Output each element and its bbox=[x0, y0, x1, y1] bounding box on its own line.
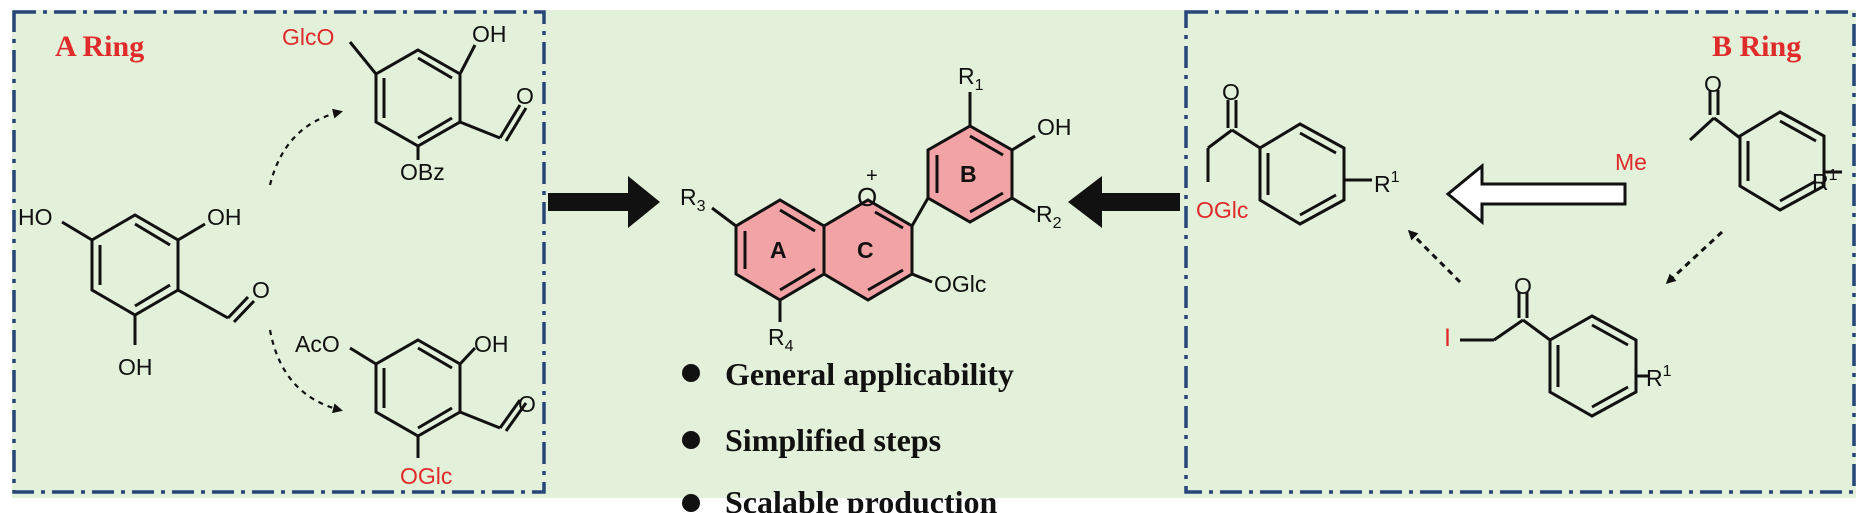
b-intermediate-carbonyl-o-label: O bbox=[1514, 273, 1532, 299]
right-big-arrow bbox=[1068, 176, 1180, 228]
ring-a-label: A bbox=[770, 237, 787, 263]
a-bottom-oglc-label: OGlc bbox=[400, 463, 452, 489]
a-arrow-down bbox=[268, 329, 343, 414]
b-dotted-arrow-down bbox=[1665, 230, 1724, 285]
b-start-r-label: R1 bbox=[1812, 167, 1838, 195]
b-start-me-label: Me bbox=[1615, 149, 1647, 175]
a-top-glco-label: GlcO bbox=[282, 24, 334, 50]
b-intermediate-r-label: R1 bbox=[1646, 363, 1672, 391]
ring-b-label: B bbox=[960, 161, 977, 187]
bullet-dot-2 bbox=[682, 431, 700, 449]
bullet-simplified-steps: Simplified steps bbox=[725, 422, 941, 458]
a-start-oh-top-label: OH bbox=[207, 204, 242, 230]
a-start-carbonyl-o-label: O bbox=[252, 277, 270, 303]
a-top-oh-label: OH bbox=[472, 21, 507, 47]
panel-b-title: B Ring bbox=[1712, 30, 1801, 63]
panel-a-title: A Ring bbox=[55, 30, 144, 63]
a-arrow-up bbox=[268, 108, 343, 186]
bullet-dot-3 bbox=[682, 494, 700, 512]
b-product-carbonyl-o-label: O bbox=[1222, 79, 1240, 105]
panel-a-frame bbox=[12, 10, 546, 494]
a-bottom-carbonyl-o-label: O bbox=[518, 391, 536, 417]
core-oh-label: OH bbox=[1037, 114, 1072, 140]
a-bottom-aco-label: AcO bbox=[295, 331, 340, 357]
a-bottom-product bbox=[349, 338, 528, 458]
bullet-scalable-production: Scalable production bbox=[725, 484, 998, 513]
a-top-product bbox=[348, 41, 528, 160]
flavylium-core bbox=[711, 92, 1036, 322]
b-dotted-arrow-up bbox=[1407, 229, 1462, 284]
core-r4-label: R4 bbox=[768, 324, 794, 355]
a-bottom-oh-label: OH bbox=[474, 331, 509, 357]
core-oglc-label: OGlc bbox=[934, 271, 986, 297]
a-top-carbonyl-o-label: O bbox=[516, 83, 534, 109]
background-panel bbox=[12, 10, 1856, 498]
core-r3-label: R3 bbox=[680, 184, 706, 215]
bullet-dot-1 bbox=[682, 364, 700, 382]
b-hollow-arrow bbox=[1445, 162, 1627, 226]
b-start-carbonyl-o-label: O bbox=[1704, 71, 1722, 97]
b-product bbox=[1206, 100, 1372, 226]
oxonium-o-label: O bbox=[857, 182, 877, 212]
core-r2-label: R2 bbox=[1036, 201, 1062, 232]
b-start-material bbox=[1688, 90, 1842, 212]
b-intermediate bbox=[1460, 292, 1650, 418]
bullet-general-applicability: General applicability bbox=[725, 356, 1014, 392]
a-start-oh-bottom-label: OH bbox=[118, 354, 153, 380]
b-product-r-label: R1 bbox=[1374, 169, 1400, 197]
b-product-oglc-label: OGlc bbox=[1196, 197, 1248, 223]
core-r1-label: R1 bbox=[958, 63, 984, 94]
left-big-arrow bbox=[548, 176, 660, 228]
a-ring-starting-material bbox=[61, 213, 256, 345]
a-start-ho-label: HO bbox=[18, 204, 53, 230]
oxonium-plus-label: + bbox=[866, 165, 878, 187]
a-top-obz-label: OBz bbox=[400, 159, 445, 185]
b-intermediate-iodo-label: I bbox=[1444, 324, 1451, 352]
panel-b-frame bbox=[1184, 10, 1856, 494]
ring-c-label: C bbox=[857, 237, 874, 263]
